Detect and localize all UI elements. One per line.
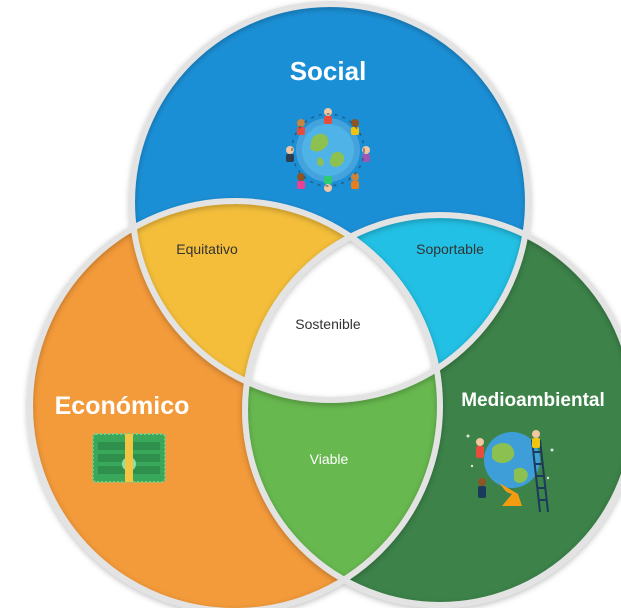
bearable-label: Soportable (416, 241, 484, 257)
environmental-title: Medioambiental (461, 390, 605, 411)
banknotes-icon (92, 433, 166, 483)
sustainable-region (245, 215, 440, 400)
economic-title: Económico (55, 392, 190, 420)
people-around-globe-icon (286, 108, 370, 192)
equitable-label: Equitativo (176, 241, 238, 257)
viable-label: Viable (310, 451, 349, 467)
sustainable-label: Sostenible (295, 316, 361, 332)
social-outline (129, 1, 531, 403)
social-title: Social (290, 56, 367, 86)
people-watering-globe-icon (466, 430, 554, 513)
environmental-outline (242, 212, 621, 608)
economic-outline (27, 198, 443, 608)
